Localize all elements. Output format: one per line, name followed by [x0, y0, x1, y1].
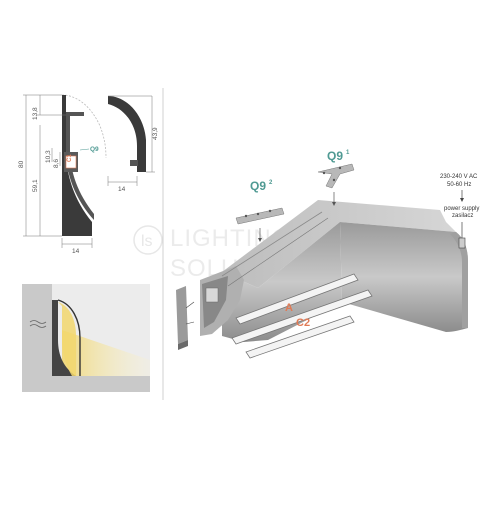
q9-small-label: Q9 — [90, 146, 99, 153]
dim-13-8: 13,8 — [32, 107, 39, 120]
a-label: A — [285, 302, 293, 314]
dim-59-1: 59,1 — [32, 179, 39, 192]
profile-cross-section — [61, 94, 107, 236]
dimension-lines-left — [23, 94, 93, 248]
power-supply-info: 230-240 V AC 50-60 Hz power supply zasil… — [440, 174, 479, 249]
cover-profile — [107, 95, 155, 186]
power-supply-pl-text: zasilacz — [452, 213, 473, 219]
q9-2-superscript: 2 — [269, 180, 273, 186]
led-diffuser-strips — [231, 273, 373, 359]
dim-14-left: 14 — [72, 248, 80, 255]
dim-14-right: 14 — [118, 186, 126, 193]
end-cap — [176, 286, 195, 350]
power-supply-text: power supply — [444, 206, 479, 212]
dim-43-9: 43,9 — [152, 127, 159, 140]
svg-text:ls: ls — [141, 233, 153, 250]
q9-1-label: Q9 — [327, 149, 343, 163]
installed-light-illustration — [22, 284, 150, 392]
q9-corner-connector — [317, 163, 355, 206]
dim-10-3: 10,3 — [45, 150, 52, 163]
q9-1-superscript: 1 — [346, 150, 350, 156]
q9-straight-connector — [235, 207, 285, 242]
c1-label: C1 — [67, 154, 73, 162]
frequency-text: 50-60 Hz — [447, 182, 471, 188]
dim-80: 80 — [18, 160, 25, 168]
q9-2-label: Q9 — [250, 179, 266, 193]
c2-label: C2 — [296, 317, 310, 329]
voltage-text: 230-240 V AC — [440, 174, 478, 180]
dim-8-6: 8,6 — [53, 159, 60, 168]
